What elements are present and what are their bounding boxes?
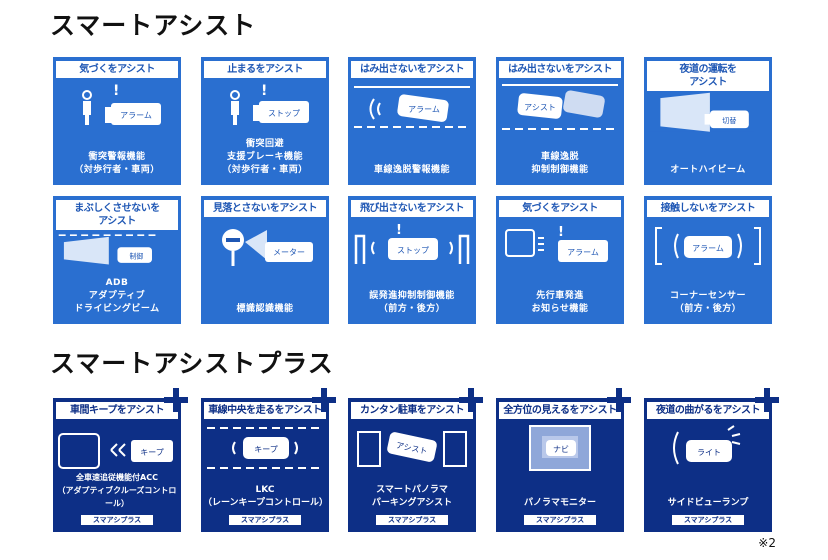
lane-alarm-icon: アラーム xyxy=(354,86,470,128)
tile-label: 見落とさないをアシスト xyxy=(204,200,326,217)
tile-caption: 誤発進抑制制御機能 （前方・後方） xyxy=(369,291,455,314)
tile-label: 全方位の見えるをアシスト xyxy=(499,402,621,419)
plus-icon xyxy=(164,388,188,412)
headlight-switch-icon: 切替 xyxy=(648,91,755,132)
svg-text:!: ! xyxy=(558,225,564,240)
lead-car-alarm-icon: ! アラーム xyxy=(505,225,608,262)
footnote-mark: ※2 xyxy=(758,536,776,550)
svg-text:アシスト: アシスト xyxy=(524,103,556,112)
tile-caption: 衝突回避 支援ブレーキ機能 （対歩行者・車両） xyxy=(222,139,308,175)
tile-side-view-lamp: 夜道の曲がるをアシスト ライト サイドビューランプ スマアシプラス xyxy=(644,398,772,532)
tile-acc: 車間キープをアシスト キープ 全車速追従機能付ACC （アダプティブクルーズコン… xyxy=(53,398,181,532)
tile-collision-alarm: 気づくをアシスト ! アラーム 衝突警報機能 （対歩行者・車両） xyxy=(53,57,181,185)
tile-caption: LKC （レーンキープコントロール） xyxy=(203,485,329,508)
tile-lkc: 車線中央を走るをアシスト キープ LKC （レーンキープコントロール） スマアシ… xyxy=(201,398,329,532)
tile-caption: 車線逸脱警報機能 xyxy=(373,165,450,175)
tile-label: 夜道の運転を アシスト xyxy=(647,61,769,91)
smart-assist-heading: スマートアシスト xyxy=(50,11,257,40)
tile-parking-assist: カンタン駐車をアシスト アシスト スマートパノラマ パーキングアシスト スマアシ… xyxy=(348,398,476,532)
tile-caption: 標識認識機能 xyxy=(236,304,294,314)
tile-label: 気づくをアシスト xyxy=(56,61,178,78)
panorama-monitor-icon: ナビ xyxy=(529,425,591,471)
tile-lane-keep-control: はみ出さないをアシスト アシスト 車線逸脱 抑制制御機能 xyxy=(496,57,624,185)
tile-adaptive-driving-beam: まぶしくさせないを アシスト 制御 ADB アダプティブ ドライビングビーム xyxy=(53,196,181,324)
acc-keep-icon: キープ xyxy=(58,433,173,469)
svg-text:キープ: キープ xyxy=(254,445,278,454)
tile-label: 飛び出さないをアシスト xyxy=(351,200,473,217)
sign-meter-icon: メーター xyxy=(222,229,313,266)
smart-assist-plus-badge: スマアシプラス xyxy=(376,515,448,525)
tile-misstart-control: 飛び出さないをアシスト ! ストップ 誤発進抑制制御機能 （前方・後方） xyxy=(348,196,476,324)
tile-label: 気づくをアシスト xyxy=(499,200,621,217)
svg-text:アラーム: アラーム xyxy=(120,111,152,120)
tile-label: 車線中央を走るをアシスト xyxy=(204,402,326,419)
tile-auto-high-beam: 夜道の運転を アシスト 切替 オートハイビーム xyxy=(644,57,772,185)
svg-text:!: ! xyxy=(396,223,402,238)
adaptive-beam-icon: 制御 xyxy=(58,234,159,265)
tile-label: はみ出さないをアシスト xyxy=(351,61,473,78)
tile-sign-recognition: 見落とさないをアシスト メーター 標識認識機能 xyxy=(201,196,329,324)
tile-label: まぶしくさせないを アシスト xyxy=(56,200,178,230)
smart-assist-plus-badge: スマアシプラス xyxy=(672,515,744,525)
tile-caption: ADB アダプティブ ドライビングビーム xyxy=(74,278,160,314)
svg-text:制御: 制御 xyxy=(130,251,144,260)
svg-text:!: ! xyxy=(261,83,267,99)
tile-label: 車間キープをアシスト xyxy=(56,402,178,419)
tile-label: 止まるをアシスト xyxy=(204,61,326,78)
svg-text:ストップ: ストップ xyxy=(397,246,429,255)
parking-assist-icon: アシスト xyxy=(357,431,467,467)
svg-text:メーター: メーター xyxy=(273,248,305,257)
corner-sensor-icon: アラーム xyxy=(655,227,761,265)
tile-caption: サイドビューランプ xyxy=(667,498,749,508)
smart-assist-plus-badge: スマアシプラス xyxy=(524,515,596,525)
misstart-stop-icon: ! ストップ xyxy=(354,223,470,264)
smart-assist-plus-badge: スマアシプラス xyxy=(229,515,301,525)
svg-text:切替: 切替 xyxy=(722,116,736,125)
tile-panorama-monitor: 全方位の見えるをアシスト ナビ パノラマモニター スマアシプラス xyxy=(496,398,624,532)
tile-label: 夜道の曲がるをアシスト xyxy=(647,402,769,419)
lane-assist-icon: アシスト xyxy=(502,84,618,130)
tile-caption: スマートパノラマ パーキングアシスト xyxy=(371,485,453,508)
svg-text:ナビ: ナビ xyxy=(553,445,569,454)
tile-caption: オートハイビーム xyxy=(670,165,746,175)
side-lamp-icon: ライト xyxy=(673,425,741,465)
svg-text:ストップ: ストップ xyxy=(268,109,300,118)
tile-caption: 全車速追従機能付ACC （アダプティブクルーズコントロール） xyxy=(57,473,177,508)
svg-text:キープ: キープ xyxy=(140,448,164,457)
plus-icon xyxy=(312,388,336,412)
tile-label: 接触しないをアシスト xyxy=(647,200,769,217)
tile-label: カンタン駐車をアシスト xyxy=(351,402,473,419)
lane-keep-icon: キープ xyxy=(207,427,323,469)
tile-lane-departure-alarm: はみ出さないをアシスト アラーム 車線逸脱警報機能 xyxy=(348,57,476,185)
tile-corner-sensor: 接触しないをアシスト アラーム コーナーセンサー （前方・後方） xyxy=(644,196,772,324)
pedestrian-alarm-icon: ! アラーム xyxy=(82,83,161,125)
plus-icon xyxy=(607,388,631,412)
svg-text:!: ! xyxy=(113,83,119,99)
svg-text:ライト: ライト xyxy=(697,448,721,457)
svg-text:アラーム: アラーム xyxy=(567,248,599,257)
tile-caption: コーナーセンサー （前方・後方） xyxy=(669,291,746,314)
plus-icon xyxy=(755,388,779,412)
tile-collision-brake: 止まるをアシスト ! ストップ 衝突回避 支援ブレーキ機能 （対歩行者・車両） xyxy=(201,57,329,185)
plus-icon xyxy=(459,388,483,412)
pedestrian-stop-icon: ! ストップ xyxy=(230,83,309,125)
smart-assist-plus-heading: スマートアシストプラス xyxy=(50,349,334,378)
tile-caption: 先行車発進 お知らせ機能 xyxy=(531,291,589,314)
svg-text:アラーム: アラーム xyxy=(692,244,724,253)
tile-caption: 車線逸脱 抑制制御機能 xyxy=(531,152,589,175)
tile-label: はみ出さないをアシスト xyxy=(499,61,621,78)
tile-caption: 衝突警報機能 （対歩行者・車両） xyxy=(74,152,160,175)
svg-text:アラーム: アラーム xyxy=(408,105,440,114)
smart-assist-plus-badge: スマアシプラス xyxy=(81,515,153,525)
tile-caption: パノラマモニター xyxy=(523,498,596,508)
tile-lead-car-start-notice: 気づくをアシスト ! アラーム 先行車発進 お知らせ機能 xyxy=(496,196,624,324)
